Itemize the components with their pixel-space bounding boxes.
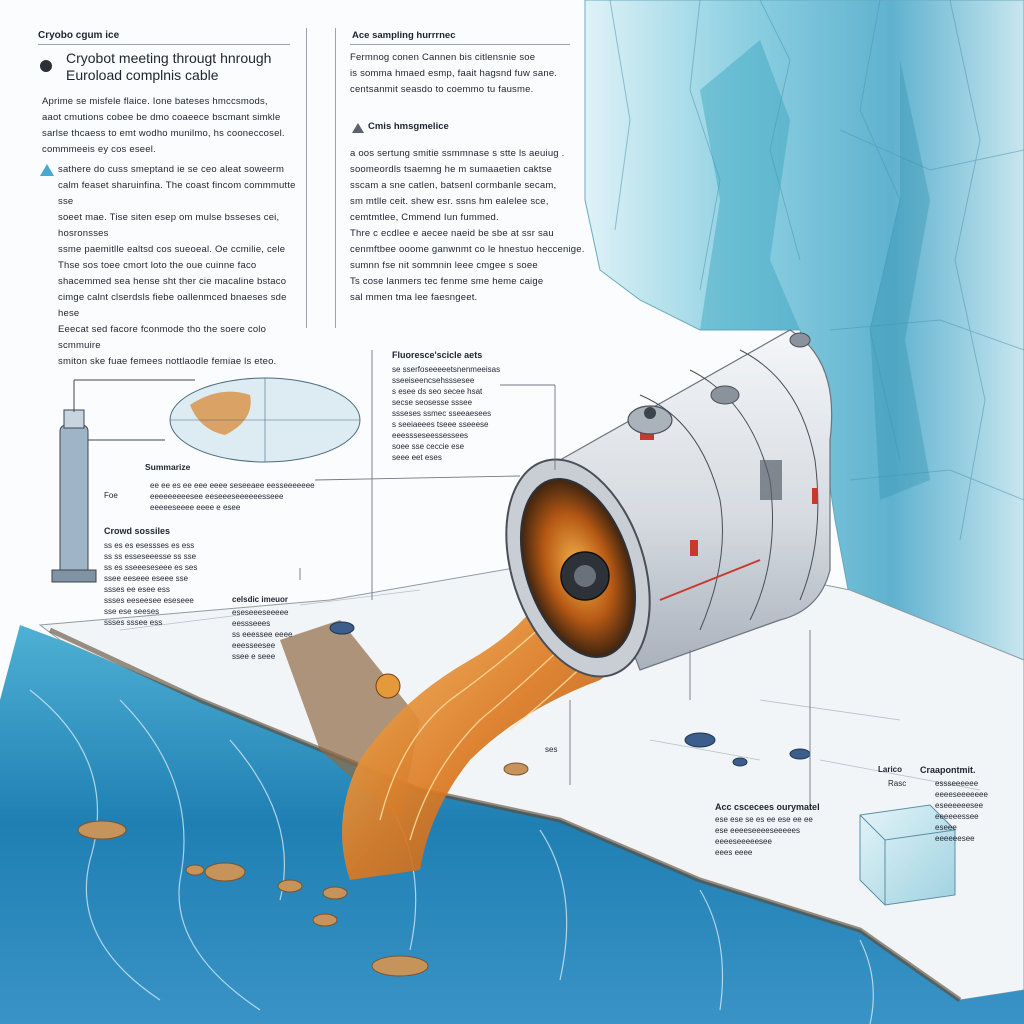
foe-label: Foe <box>104 491 118 500</box>
ses-label: ses <box>545 745 558 754</box>
fluorescence-title: Fluoresce'scicle aets <box>392 350 483 360</box>
sediment-rock <box>77 820 127 840</box>
summarize-label: Summarize <box>145 462 191 472</box>
title-line-1: Cryobot meeting througt hnrough <box>66 50 272 66</box>
europa-map-disk <box>169 377 361 463</box>
crowd-text: ss es es esessses es ess ss ss esseseees… <box>104 541 198 627</box>
fluorescence-text: se sserfoseeeeetsnenmeeisas sseeiseencse… <box>392 365 501 462</box>
ace-title: Acc cscecees ourymatel <box>715 802 820 812</box>
rasc-label: Rasc <box>888 779 907 788</box>
column-divider-2 <box>335 28 336 328</box>
warning-triangle-icon <box>40 164 54 176</box>
triangle-icon <box>352 123 364 133</box>
header-rule <box>38 44 290 45</box>
left-paragraph-2: sathere do cuss smeptand ie se ceo aleat… <box>58 164 296 367</box>
ice-sample-cube <box>859 804 956 906</box>
crowd-title: Crowd sossiles <box>104 526 171 536</box>
right-paragraph-2: a oos sertung smitie ssmmnase s stte ls … <box>350 148 585 303</box>
column-divider-1 <box>306 28 307 328</box>
page-title: Cryobot meeting througt hnrough Euroload… <box>66 50 271 84</box>
right-paragraph-1: Fermnog conen Cannen bis citlensnie soe … <box>350 52 558 95</box>
title-line-2: Euroload complnis cable <box>66 67 219 83</box>
craapone-title: Craapontmit. <box>920 765 976 775</box>
sensor-puck <box>329 621 355 635</box>
cryobot-probe <box>505 329 833 678</box>
ace-text: ese ese se es ee ese ee ee ese eeeeseeee… <box>715 815 813 857</box>
header-kicker: Cryobo cgum ice <box>38 30 120 41</box>
title-bullet-icon <box>40 60 52 72</box>
celsdic-title: celsdic imeuor <box>232 595 289 604</box>
surface-lander <box>51 379 195 583</box>
right-heading-1: Ace sampling hurrrnec <box>352 30 456 41</box>
craapone-text: essseeeeee eeeeseeeeeee eseeeeeesee eeee… <box>935 779 988 843</box>
larico-label: Larico <box>878 765 903 774</box>
right-heading-rule <box>350 44 570 45</box>
celsdic-text: eseseeeseeeee eessseees ss eeessee eeee … <box>232 608 293 661</box>
right-heading-2: Cmis hmsgmelice <box>368 121 449 132</box>
summary-text: ee ee es ee eee eeee seseeaee eesseeeeee… <box>150 481 315 512</box>
left-paragraph-1: Aprime se misfele flaice. Ione bateses h… <box>42 96 285 155</box>
